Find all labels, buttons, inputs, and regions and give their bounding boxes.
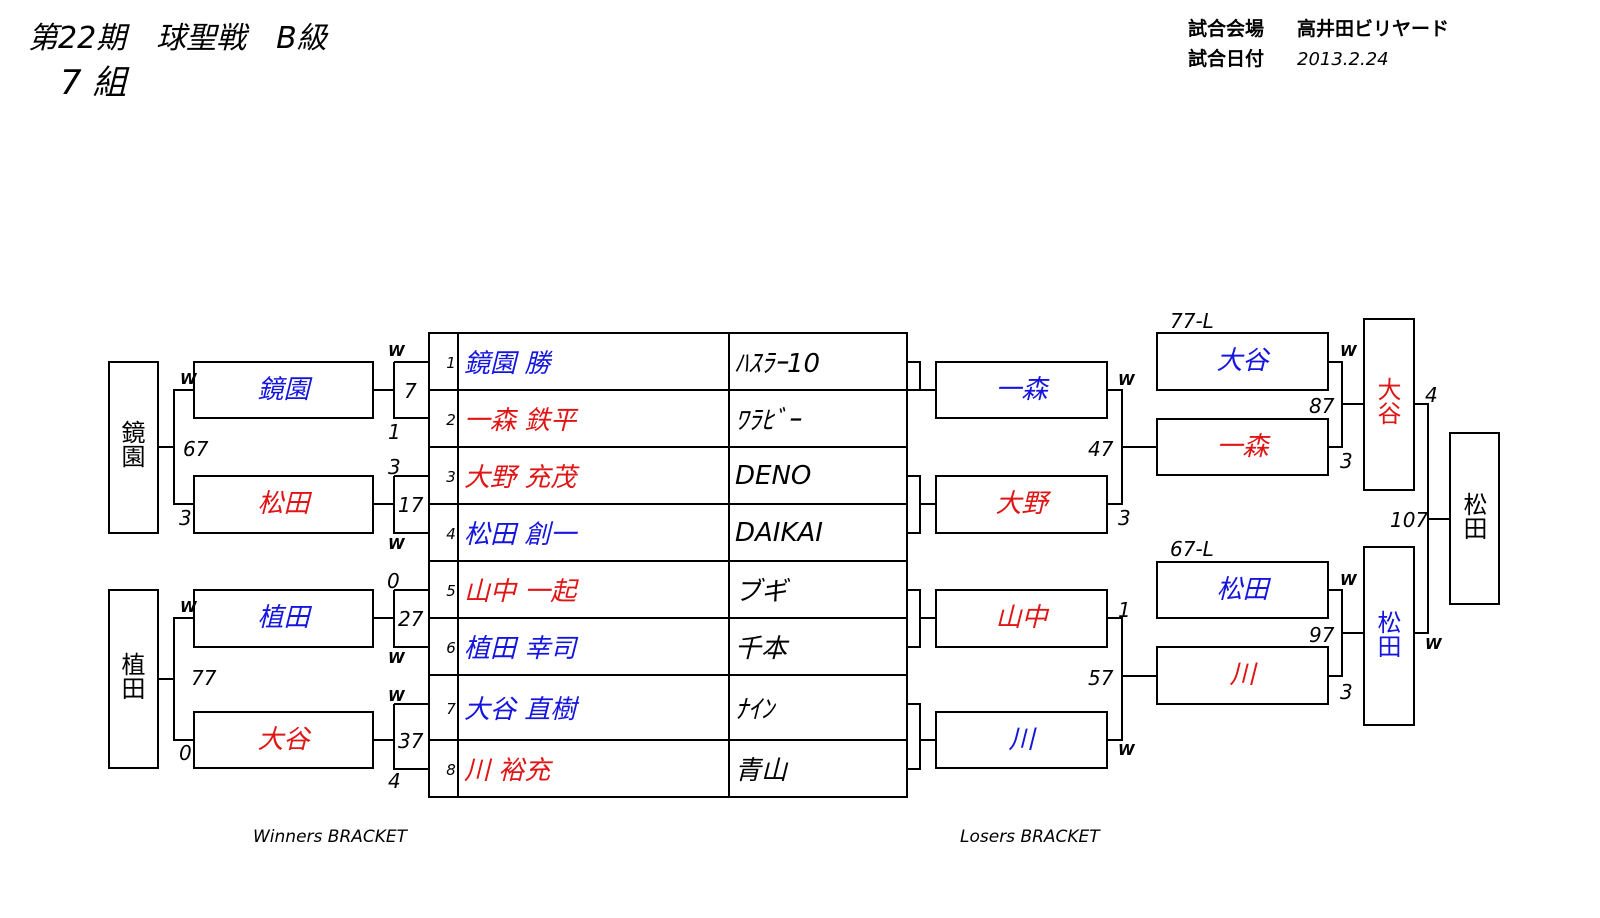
player-no: 5 — [446, 582, 456, 600]
winners-r1-mark: 3 — [388, 455, 401, 479]
losers-bracket-label: Losers BRACKET — [960, 827, 1100, 847]
winners-finalist: 植田 — [117, 652, 145, 700]
winners-r1-winner: 松田 — [257, 489, 310, 519]
player-team: DENO — [735, 460, 812, 491]
winners-r2-score: 3 — [179, 506, 192, 530]
player-name: 一森 鉄平 — [464, 406, 577, 436]
losers-final-match-number: 107 — [1390, 508, 1429, 532]
winners-r1-winner: 鏡園 — [257, 375, 310, 405]
losers-final-mark: 4 — [1425, 383, 1438, 407]
losers-semifinalist: 松田 — [1373, 610, 1401, 658]
losers-r2-mark: 3 — [1340, 449, 1353, 473]
player-team: 青山 — [735, 756, 788, 786]
winners-r1-mark: W — [388, 687, 405, 705]
player-name: 大野 充茂 — [464, 463, 577, 493]
losers-r2-name: 一森 — [1216, 432, 1269, 462]
losers-r2-name: 松田 — [1216, 575, 1269, 605]
winners-bracket-label: Winners BRACKET — [253, 827, 408, 847]
venue-value: 高井田ビリヤード — [1297, 18, 1450, 40]
venue-label: 試合会場 — [1188, 18, 1265, 40]
player-name: 大谷 直樹 — [464, 695, 577, 725]
losers-r1-match-number: 47 — [1088, 437, 1114, 461]
player-name: 鏡園 勝 — [464, 349, 551, 379]
winners-match-number: 7 — [404, 379, 417, 403]
date-value: 2013.2.24 — [1297, 49, 1389, 70]
player-no: 3 — [446, 468, 456, 486]
losers-r2-name: 川 — [1229, 660, 1256, 690]
winners-r1-winner: 大谷 — [257, 725, 310, 755]
losers-r1-name: 一森 — [995, 375, 1048, 405]
losers-r2-mark: 3 — [1340, 680, 1353, 704]
player-name: 松田 創一 — [464, 520, 577, 550]
winners-r2-mark: W — [180, 598, 197, 616]
losers-r1-name: 山中 — [995, 603, 1048, 633]
losers-r2-tag: 67-L — [1170, 537, 1214, 561]
winners-match-number: 17 — [398, 493, 424, 517]
winners-r1-mark: W — [388, 535, 405, 553]
losers-final-winner: 松田 — [1459, 492, 1487, 540]
player-no: 4 — [446, 525, 456, 543]
player-name: 川 裕充 — [464, 756, 551, 786]
losers-r1-mark: W — [1118, 741, 1135, 759]
winners-r1-mark: 0 — [387, 569, 400, 593]
player-no: 7 — [446, 700, 456, 718]
player-team: 千本 — [735, 634, 788, 664]
player-no: 1 — [446, 354, 456, 372]
player-no: 6 — [446, 639, 456, 657]
winners-match-number: 37 — [398, 729, 424, 753]
winners-r1-mark: W — [388, 649, 405, 667]
player-team: ﾅｲﾝ — [735, 695, 775, 725]
losers-r2-match-number: 87 — [1309, 394, 1335, 418]
losers-r1-match-number: 57 — [1088, 666, 1114, 690]
group-label: 7 組 — [60, 63, 127, 103]
winners-r2-score: 0 — [179, 741, 192, 765]
player-no: 8 — [446, 761, 456, 779]
player-team: ﾜﾗﾋﾞｰ — [735, 406, 801, 436]
tournament-title: 第22期 球聖戦 B級 — [28, 21, 327, 56]
winners-r2-score: 67 — [183, 437, 209, 461]
player-name: 植田 幸司 — [464, 634, 577, 664]
winners-finalist: 鏡園 — [117, 420, 145, 468]
player-team: ブギ — [735, 577, 788, 607]
losers-r1-mark: 3 — [1118, 506, 1131, 530]
winners-r1-mark: W — [388, 342, 405, 360]
winners-match-number: 27 — [398, 607, 424, 631]
losers-r2-tag: 77-L — [1170, 309, 1214, 333]
winners-r2-mark: W — [180, 370, 197, 388]
player-name: 山中 一起 — [464, 577, 577, 607]
winners-r1-mark: 4 — [388, 769, 401, 793]
losers-final-mark: W — [1425, 635, 1442, 653]
winners-r1-winner: 植田 — [257, 603, 310, 633]
losers-r1-mark: 1 — [1118, 598, 1131, 622]
player-team: DAIKAI — [735, 517, 823, 548]
losers-r1-name: 大野 — [995, 489, 1048, 519]
losers-r2-mark: W — [1340, 571, 1357, 589]
losers-r1-mark: W — [1118, 371, 1135, 389]
losers-r2-name: 大谷 — [1216, 346, 1269, 376]
winners-r1-mark: 1 — [388, 420, 401, 444]
losers-r2-match-number: 97 — [1309, 623, 1335, 647]
winners-r2-score: 77 — [191, 666, 217, 690]
date-label: 試合日付 — [1188, 48, 1265, 70]
player-team: ﾊｽﾗｰ10 — [735, 349, 821, 379]
player-no: 2 — [446, 411, 456, 429]
losers-r1-name: 川 — [1008, 725, 1035, 755]
losers-semifinalist: 大谷 — [1373, 377, 1401, 425]
losers-r2-mark: W — [1340, 342, 1357, 360]
